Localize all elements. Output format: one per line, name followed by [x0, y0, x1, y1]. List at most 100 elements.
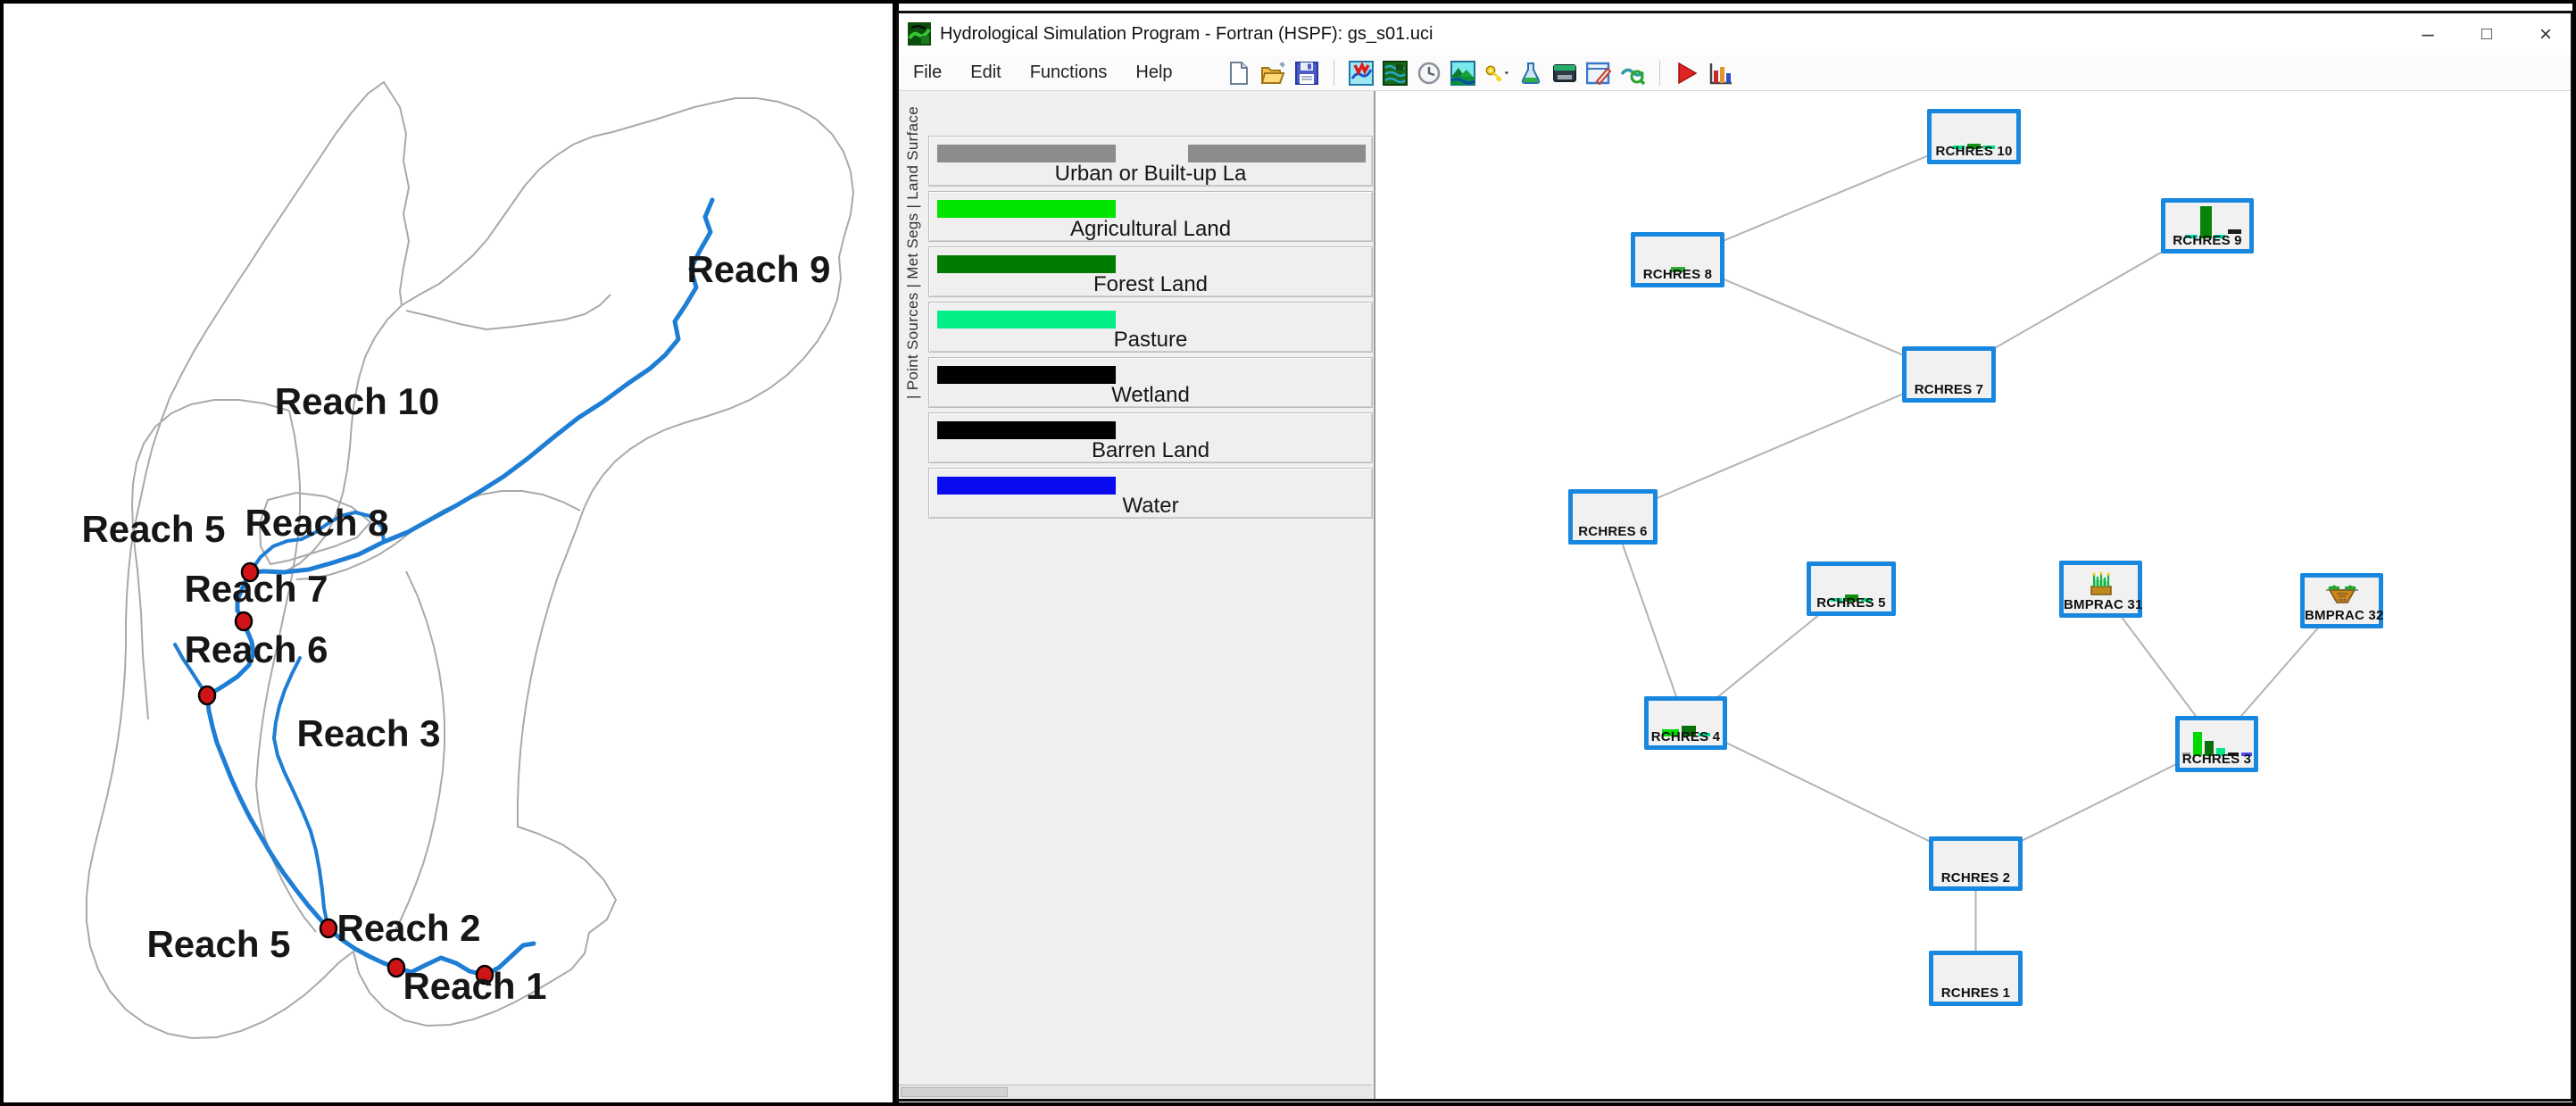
basin-bmp-icon [2325, 585, 2358, 603]
subbasin-boundary [130, 399, 290, 720]
new-document-icon[interactable] [1226, 61, 1251, 86]
node-landuse-mini-chart [1811, 568, 1891, 602]
wdm-file-icon[interactable] [1552, 61, 1577, 86]
wetland-bmp-icon [2090, 571, 2112, 595]
reach-node-dot [240, 561, 260, 583]
reach-label: Reach 5 [146, 923, 290, 965]
data-refresh-icon[interactable] [1620, 61, 1645, 86]
legend-color-bar [937, 477, 1116, 495]
legend-item-barren-land[interactable]: Barren Land [928, 412, 1373, 463]
reach-label: Reach 5 [81, 508, 225, 550]
schematic-node-rchres-2[interactable]: RCHRES 2 [1929, 836, 2023, 891]
reach-label: Reach 10 [275, 380, 439, 422]
reach-node-dot [234, 611, 253, 632]
subbasin-boundary [405, 294, 611, 331]
schematic-node-rchres-7[interactable]: RCHRES 7 [1902, 346, 1996, 403]
sidebar-tabstrip[interactable]: | Point Sources | Met Segs | Land Surfac… [899, 91, 928, 1099]
node-label: RCHRES 5 [1816, 595, 1886, 611]
legend-color-bar [937, 366, 1116, 384]
schematic-node-rchres-9[interactable]: RCHRES 9 [2161, 198, 2254, 254]
minimize-button[interactable]: – [2422, 21, 2434, 46]
river-reach [326, 926, 399, 970]
schematic-node-rchres-4[interactable]: RCHRES 4 [1644, 696, 1727, 750]
app-icon [908, 22, 931, 46]
schematic-node-rchres-1[interactable]: RCHRES 1 [1929, 951, 2023, 1006]
reach-label: Reach 1 [403, 965, 546, 1007]
node-label: BMPRAC 31 [2064, 597, 2143, 612]
legend-color-bar [937, 311, 1116, 328]
legend-item-wetland[interactable]: Wetland [928, 357, 1373, 408]
menu-functions[interactable]: Functions [1029, 62, 1108, 82]
legend-item-agricultural-land[interactable]: Agricultural Land [928, 191, 1373, 242]
run-simulation-icon[interactable] [1674, 61, 1699, 86]
toolbar-separator [1658, 60, 1660, 86]
sidebar-horizontal-scrollbar[interactable] [899, 1085, 1372, 1099]
legend-item-water[interactable]: Water [928, 468, 1373, 519]
sidebar-tabs-label[interactable]: | Point Sources | Met Segs | Land Surfac… [904, 105, 921, 399]
schematic-connection [1685, 722, 1976, 865]
landuse-map-icon[interactable] [1382, 60, 1408, 86]
river-reach [204, 619, 256, 698]
reach-node-dot [475, 964, 494, 985]
schematic-node-rchres-6[interactable]: RCHRES 6 [1568, 489, 1658, 545]
reach-node-dot [319, 918, 338, 939]
menu-file[interactable]: File [913, 62, 943, 82]
window-title: Hydrological Simulation Program - Fortra… [940, 24, 1433, 44]
schematic-node-rchres-5[interactable]: RCHRES 5 [1807, 561, 1896, 616]
close-button[interactable]: × [2539, 21, 2552, 46]
table-editor-icon[interactable] [1585, 61, 1611, 86]
node-landuse-mini-chart [2180, 722, 2254, 756]
legend-item-forest-land[interactable]: Forest Land [928, 246, 1373, 297]
schematic-canvas[interactable]: RCHRES 10 RCHRES 9 RCHRES 8 RCHRES 7 RCHRES … [1377, 91, 2571, 1099]
node-label: RCHRES 4 [1650, 729, 1721, 744]
basins-map-icon[interactable] [1348, 60, 1374, 86]
node-label: RCHRES 8 [1642, 267, 1713, 282]
legend-color-bar [937, 421, 1116, 439]
reach-label: Reach 2 [337, 907, 480, 949]
legend-label: Pasture [1113, 328, 1188, 352]
legend-color-bar [937, 200, 1116, 218]
node-label: RCHRES 10 [1935, 144, 2013, 159]
schematic-node-bmprac-31[interactable]: BMPRAC 31 [2059, 561, 2142, 618]
node-landuse-mini-chart [1932, 115, 2016, 149]
node-landuse-mini-chart [2165, 204, 2249, 238]
maximize-button[interactable]: □ [2480, 24, 2493, 44]
scrollbar-thumb[interactable] [901, 1087, 1008, 1097]
reach-node-dot [197, 685, 217, 706]
schematic-node-rchres-8[interactable]: RCHRES 8 [1631, 232, 1724, 287]
legend-item-pasture[interactable]: Pasture [928, 302, 1373, 353]
schematic-edges [1612, 136, 2343, 978]
node-landuse-mini-chart [1635, 238, 1720, 272]
subbasin-boundary [394, 570, 445, 933]
open-file-icon[interactable] [1260, 61, 1285, 86]
reach-label: Reach 7 [184, 568, 328, 610]
time-period-icon[interactable] [1417, 61, 1442, 86]
titlebar[interactable]: Hydrological Simulation Program - Fortra… [899, 13, 2571, 55]
schematic-node-rchres-3[interactable]: RCHRES 3 [2175, 716, 2258, 772]
reach-label: Reach 8 [245, 502, 388, 544]
menubar: File Edit Functions Help [899, 55, 2571, 91]
subbasin-boundary [86, 80, 855, 1040]
legend-label: Agricultural Land [1069, 217, 1232, 241]
schematic-connection [1612, 516, 1687, 724]
key-icon[interactable] [1484, 61, 1509, 86]
menu-edit[interactable]: Edit [970, 62, 1001, 82]
flask-icon[interactable] [1518, 61, 1543, 86]
legend-label: Urban or Built-up La [1054, 162, 1247, 186]
watershed-scenario-icon[interactable] [1450, 60, 1475, 86]
view-results-chart-icon[interactable] [1708, 61, 1733, 86]
river-reach [394, 941, 536, 977]
menu-help[interactable]: Help [1135, 62, 1173, 82]
legend-item-urban-or-built-up-la[interactable]: Urban or Built-up La [928, 136, 1373, 187]
schematic-node-rchres-10[interactable]: RCHRES 10 [1927, 109, 2021, 164]
legend-color-bar [1188, 145, 1366, 162]
legend-color-bar [937, 145, 1116, 162]
node-label: RCHRES 6 [1578, 524, 1648, 539]
schematic-node-bmprac-32[interactable]: BMPRAC 32 [2300, 573, 2383, 628]
node-label: RCHRES 2 [1940, 870, 2011, 886]
reach-label: Reach 6 [184, 628, 328, 670]
save-icon[interactable] [1294, 61, 1319, 86]
river-reach [247, 197, 715, 575]
